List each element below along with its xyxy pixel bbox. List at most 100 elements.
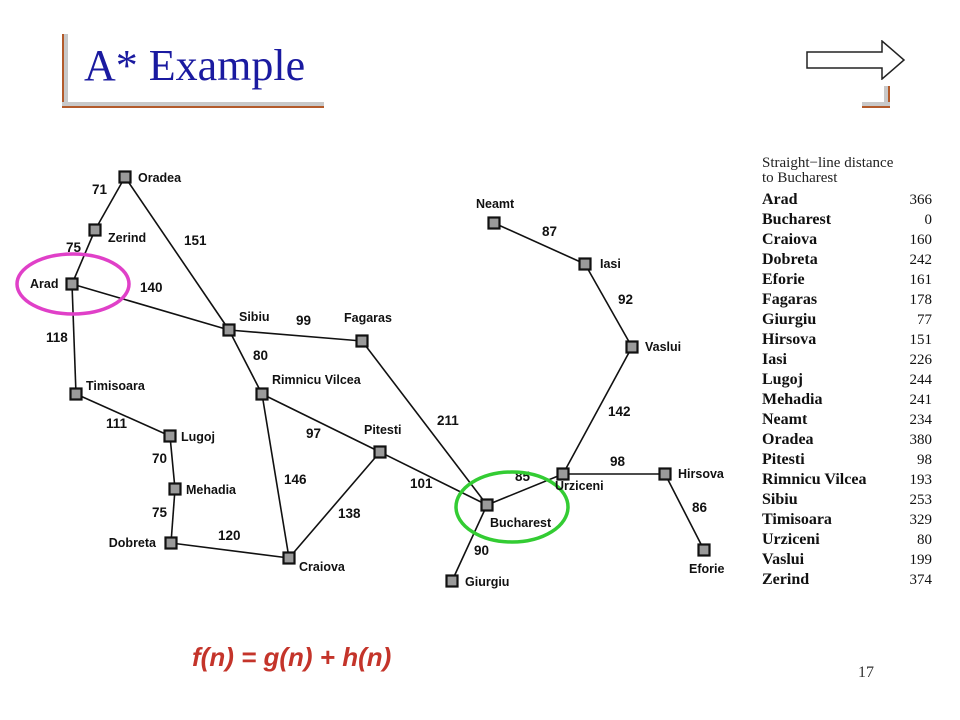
sld-city: Arad <box>762 191 798 208</box>
sld-city: Neamt <box>762 411 808 428</box>
city-node-timisoara <box>69 387 83 401</box>
sld-value: 151 <box>909 332 933 348</box>
city-node-fagaras <box>355 334 369 348</box>
city-node-pitesti <box>373 445 387 459</box>
sld-row: Rimnicu Vilcea 193 <box>762 470 940 490</box>
sld-city: Mehadia <box>762 391 823 408</box>
highlight-layer <box>15 252 570 544</box>
road-bucharest-urziceni <box>486 473 564 506</box>
city-node-lugoj <box>163 429 177 443</box>
city-label-fagaras: Fagaras <box>344 311 392 325</box>
sld-value: 80 <box>917 532 932 548</box>
city-node-eforie <box>697 543 711 557</box>
right-arrow-icon[interactable] <box>806 40 906 80</box>
sld-value: 193 <box>909 472 933 488</box>
city-label-sibiu: Sibiu <box>239 310 270 324</box>
sld-value: 366 <box>909 192 933 208</box>
sld-city: Rimnicu Vilcea <box>762 471 867 488</box>
sld-city: Lugoj <box>762 371 803 388</box>
road-mehadia-dobreta <box>170 488 176 544</box>
sld-value: 0 <box>924 212 933 228</box>
city-label-bucharest: Bucharest <box>490 516 552 530</box>
road-urziceni-vaslui <box>562 346 633 475</box>
city-labels-layer: OradeaZerindAradTimisoaraLugojMehadiaDob… <box>30 171 725 589</box>
title-frame-vertical-bar <box>62 34 68 106</box>
distance-label: 120 <box>218 528 241 543</box>
city-label-eforie: Eforie <box>689 562 724 576</box>
sld-value: 253 <box>909 492 933 508</box>
sld-value: 374 <box>909 572 933 588</box>
road-zerind-arad <box>71 229 96 285</box>
distance-label: 98 <box>610 454 626 469</box>
road-sibiu-fagaras <box>228 329 363 342</box>
distance-label: 118 <box>46 330 68 345</box>
sld-row: Zerind 374 <box>762 570 940 590</box>
sld-value: 178 <box>909 292 933 308</box>
distance-label: 71 <box>92 182 108 197</box>
sld-city: Bucharest <box>762 211 832 228</box>
road-oradea-sibiu <box>124 176 230 331</box>
sld-city: Hirsova <box>762 331 817 348</box>
sld-value: 329 <box>909 512 933 528</box>
sld-row: Lugoj 244 <box>762 370 940 390</box>
distance-label: 138 <box>338 506 361 521</box>
sld-value: 241 <box>909 392 933 408</box>
roads-layer <box>71 176 705 582</box>
city-node-mehadia <box>168 482 182 496</box>
city-label-vaslui: Vaslui <box>645 340 681 354</box>
road-arad-timisoara <box>71 283 77 395</box>
distance-label: 140 <box>140 280 163 295</box>
road-hirsova-eforie <box>664 473 705 551</box>
city-node-sibiu <box>222 323 236 337</box>
city-label-rimnicu: Rimnicu Vilcea <box>272 373 362 387</box>
highlight-bucharest <box>454 470 570 544</box>
sld-value: 244 <box>909 372 933 388</box>
distance-label: 90 <box>474 543 489 558</box>
sld-city: Urziceni <box>762 531 820 548</box>
straight-line-distance-table: Straight−line distance to Bucharest Arad… <box>762 156 940 590</box>
city-node-arad <box>65 277 79 291</box>
city-label-giurgiu: Giurgiu <box>465 575 509 589</box>
sld-value: 380 <box>909 432 933 448</box>
city-label-lugoj: Lugoj <box>181 430 215 444</box>
distance-label: 92 <box>618 292 633 307</box>
sld-value: 226 <box>909 352 933 368</box>
sld-city: Pitesti <box>762 451 805 468</box>
road-rimnicu-pitesti <box>261 393 381 453</box>
city-label-zerind: Zerind <box>108 231 146 245</box>
road-bucharest-giurgiu <box>451 504 488 582</box>
distance-label: 75 <box>152 505 168 520</box>
sld-heading-line2: to Bucharest <box>762 170 838 186</box>
city-label-arad: Arad <box>30 277 58 291</box>
sld-city: Zerind <box>762 571 810 588</box>
distance-label: 99 <box>296 313 311 328</box>
sld-city: Craiova <box>762 231 818 248</box>
sld-heading-line1: Straight−line distance <box>762 155 894 171</box>
sld-row: Mehadia 241 <box>762 390 940 410</box>
city-label-dobreta: Dobreta <box>109 536 157 550</box>
road-craiova-pitesti <box>288 451 381 559</box>
sld-city: Dobreta <box>762 251 818 268</box>
city-label-hirsova: Hirsova <box>678 467 725 481</box>
distance-label: 75 <box>66 240 82 255</box>
highlight-arad <box>15 252 131 316</box>
road-timisoara-lugoj <box>75 393 171 437</box>
city-node-oradea <box>118 170 132 184</box>
distance-label: 87 <box>542 224 557 239</box>
sld-city: Eforie <box>762 271 805 288</box>
road-oradea-zerind <box>94 176 126 231</box>
city-label-oradea: Oradea <box>138 171 182 185</box>
road-lugoj-mehadia <box>169 435 176 490</box>
